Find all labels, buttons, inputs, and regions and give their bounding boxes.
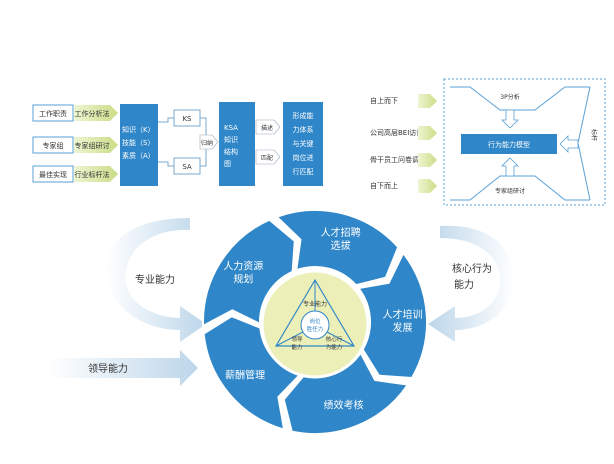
core-top-label: 专业能力 — [303, 300, 327, 308]
left-flow: 工作职责 专家组 最佳实现 工作分析法 专家组研讨 行业标杆法 知识（K） 技能… — [32, 102, 323, 186]
method-label: 工作分析法 — [75, 109, 110, 118]
core-right-line: 核心行 — [326, 335, 343, 343]
input-label: 公司高层BEI访谈 — [370, 128, 423, 137]
struct-line: KSA — [224, 124, 238, 132]
source-label: 最佳实现 — [39, 170, 67, 179]
ksa-item: 素质（A） — [122, 151, 155, 160]
top-analysis: 3P分析 — [500, 93, 520, 129]
match-label: 匹配 — [261, 155, 273, 162]
down-arrow — [501, 109, 519, 129]
model-label: 行为能力模型 — [488, 140, 530, 149]
wheel-segment — [356, 251, 428, 380]
sa-box: SA — [173, 157, 201, 175]
input-arrow — [418, 179, 437, 193]
core-circle: 专业能力 岗位 胜任力 领导 能力 核心行 为能力 — [260, 269, 370, 379]
result-line: 与关键 — [293, 139, 314, 148]
wheel-segment-label: 发展 — [392, 321, 412, 334]
result-line: 岗位进 — [293, 153, 314, 162]
struct-line: 知识 — [224, 135, 238, 144]
result-line: 力体系 — [293, 125, 314, 134]
wheel-segment-label: 规划 — [233, 272, 253, 285]
connector — [158, 161, 174, 167]
ksa-box: 知识（K） 技能（S） 素质（A） — [120, 104, 158, 186]
method-arrow-1: 工作分析法 — [74, 105, 118, 121]
wheel-segment-label: 人才培训 — [382, 308, 422, 321]
wheel-segment-label: 人力资源 — [223, 259, 263, 272]
bottom-label: 专家组研讨 — [495, 187, 525, 195]
top-label: 3P分析 — [500, 93, 519, 101]
source-label: 工作职责 — [39, 109, 67, 118]
right-panel: 自上而下 公司高层BEI访谈 骨干员工问卷调查 自下而上 3P分析 行为能力模型 — [370, 78, 606, 206]
wheel-segment — [274, 209, 400, 287]
sa-label: SA — [182, 163, 192, 171]
leadership-label: 领导能力 — [88, 362, 128, 375]
input-label: 自下而上 — [370, 181, 398, 190]
input-arrow — [418, 94, 437, 108]
struct-line: 结构 — [224, 147, 238, 156]
side-label: 标杆 — [590, 129, 598, 141]
input-arrow — [418, 126, 437, 140]
input-label: 骨干员工问卷调查 — [370, 155, 426, 164]
core-triangle — [274, 278, 356, 347]
method-arrow-2: 专家组研讨 — [74, 137, 118, 153]
match-arrow: 匹配 — [255, 149, 281, 165]
core-center-line: 岗位 — [309, 317, 321, 325]
input-label: 自上而下 — [370, 96, 398, 105]
professional-label: 专业能力 — [135, 273, 175, 286]
wheel-segment — [202, 218, 296, 328]
result-line: 形成能 — [293, 111, 314, 120]
method-label: 行业标杆法 — [75, 170, 110, 179]
method-arrow-3: 行业标杆法 — [74, 166, 118, 182]
core-behavior-line: 核心行为 — [452, 262, 492, 275]
core-center-circle — [300, 310, 330, 340]
wheel-segment-label: 绩效考核 — [323, 399, 363, 412]
core-right-line: 为能力 — [326, 343, 343, 351]
struct-line: 图 — [224, 160, 231, 168]
ksa-structure-box: KSA 知识 结构 图 — [219, 102, 255, 186]
source-box-2: 专家组 — [32, 136, 74, 154]
result-box: 形成能 力体系 与关键 岗位进 行匹配 — [283, 102, 323, 186]
ksa-item: 技能（S） — [122, 138, 154, 147]
induce-arrow: 归纳 — [199, 117, 219, 167]
wheel-segment-label: 薪酬管理 — [225, 369, 265, 382]
induce-label: 归纳 — [201, 139, 213, 147]
up-arrow — [501, 157, 519, 177]
ks-label: KS — [182, 115, 192, 123]
core-left-line: 能力 — [291, 343, 302, 351]
method-label: 专家组研讨 — [75, 141, 110, 150]
left-arrow — [559, 135, 579, 153]
input-arrow — [418, 153, 437, 167]
result-line: 行匹配 — [293, 167, 314, 176]
wheel-segment-label: 人才招聘 — [321, 226, 361, 239]
source-box-1: 工作职责 — [32, 104, 74, 122]
right-curved-arrow — [428, 225, 514, 342]
source-box-3: 最佳实现 — [32, 165, 74, 183]
core-left-line: 领导 — [291, 335, 303, 343]
core-behavior-line: 能力 — [454, 278, 474, 291]
core-center-line: 胜任力 — [307, 325, 324, 333]
source-label: 专家组 — [43, 141, 64, 150]
ksa-item: 知识（K） — [122, 125, 155, 134]
side-benchmark: 标杆 — [559, 129, 598, 153]
describe-arrow: 描述 — [255, 119, 281, 135]
leadership-arrow — [48, 350, 198, 386]
wheel-segment-label: 选拔 — [331, 239, 351, 252]
describe-label: 描述 — [261, 124, 273, 132]
ks-box: KS — [173, 109, 201, 127]
connector — [158, 117, 174, 123]
left-curved-arrow — [105, 218, 206, 342]
model-box: 行为能力模型 — [461, 134, 557, 154]
bottom-analysis: 专家组研讨 — [495, 157, 525, 195]
core-behavior-label: 核心行为 能力 — [452, 262, 492, 291]
